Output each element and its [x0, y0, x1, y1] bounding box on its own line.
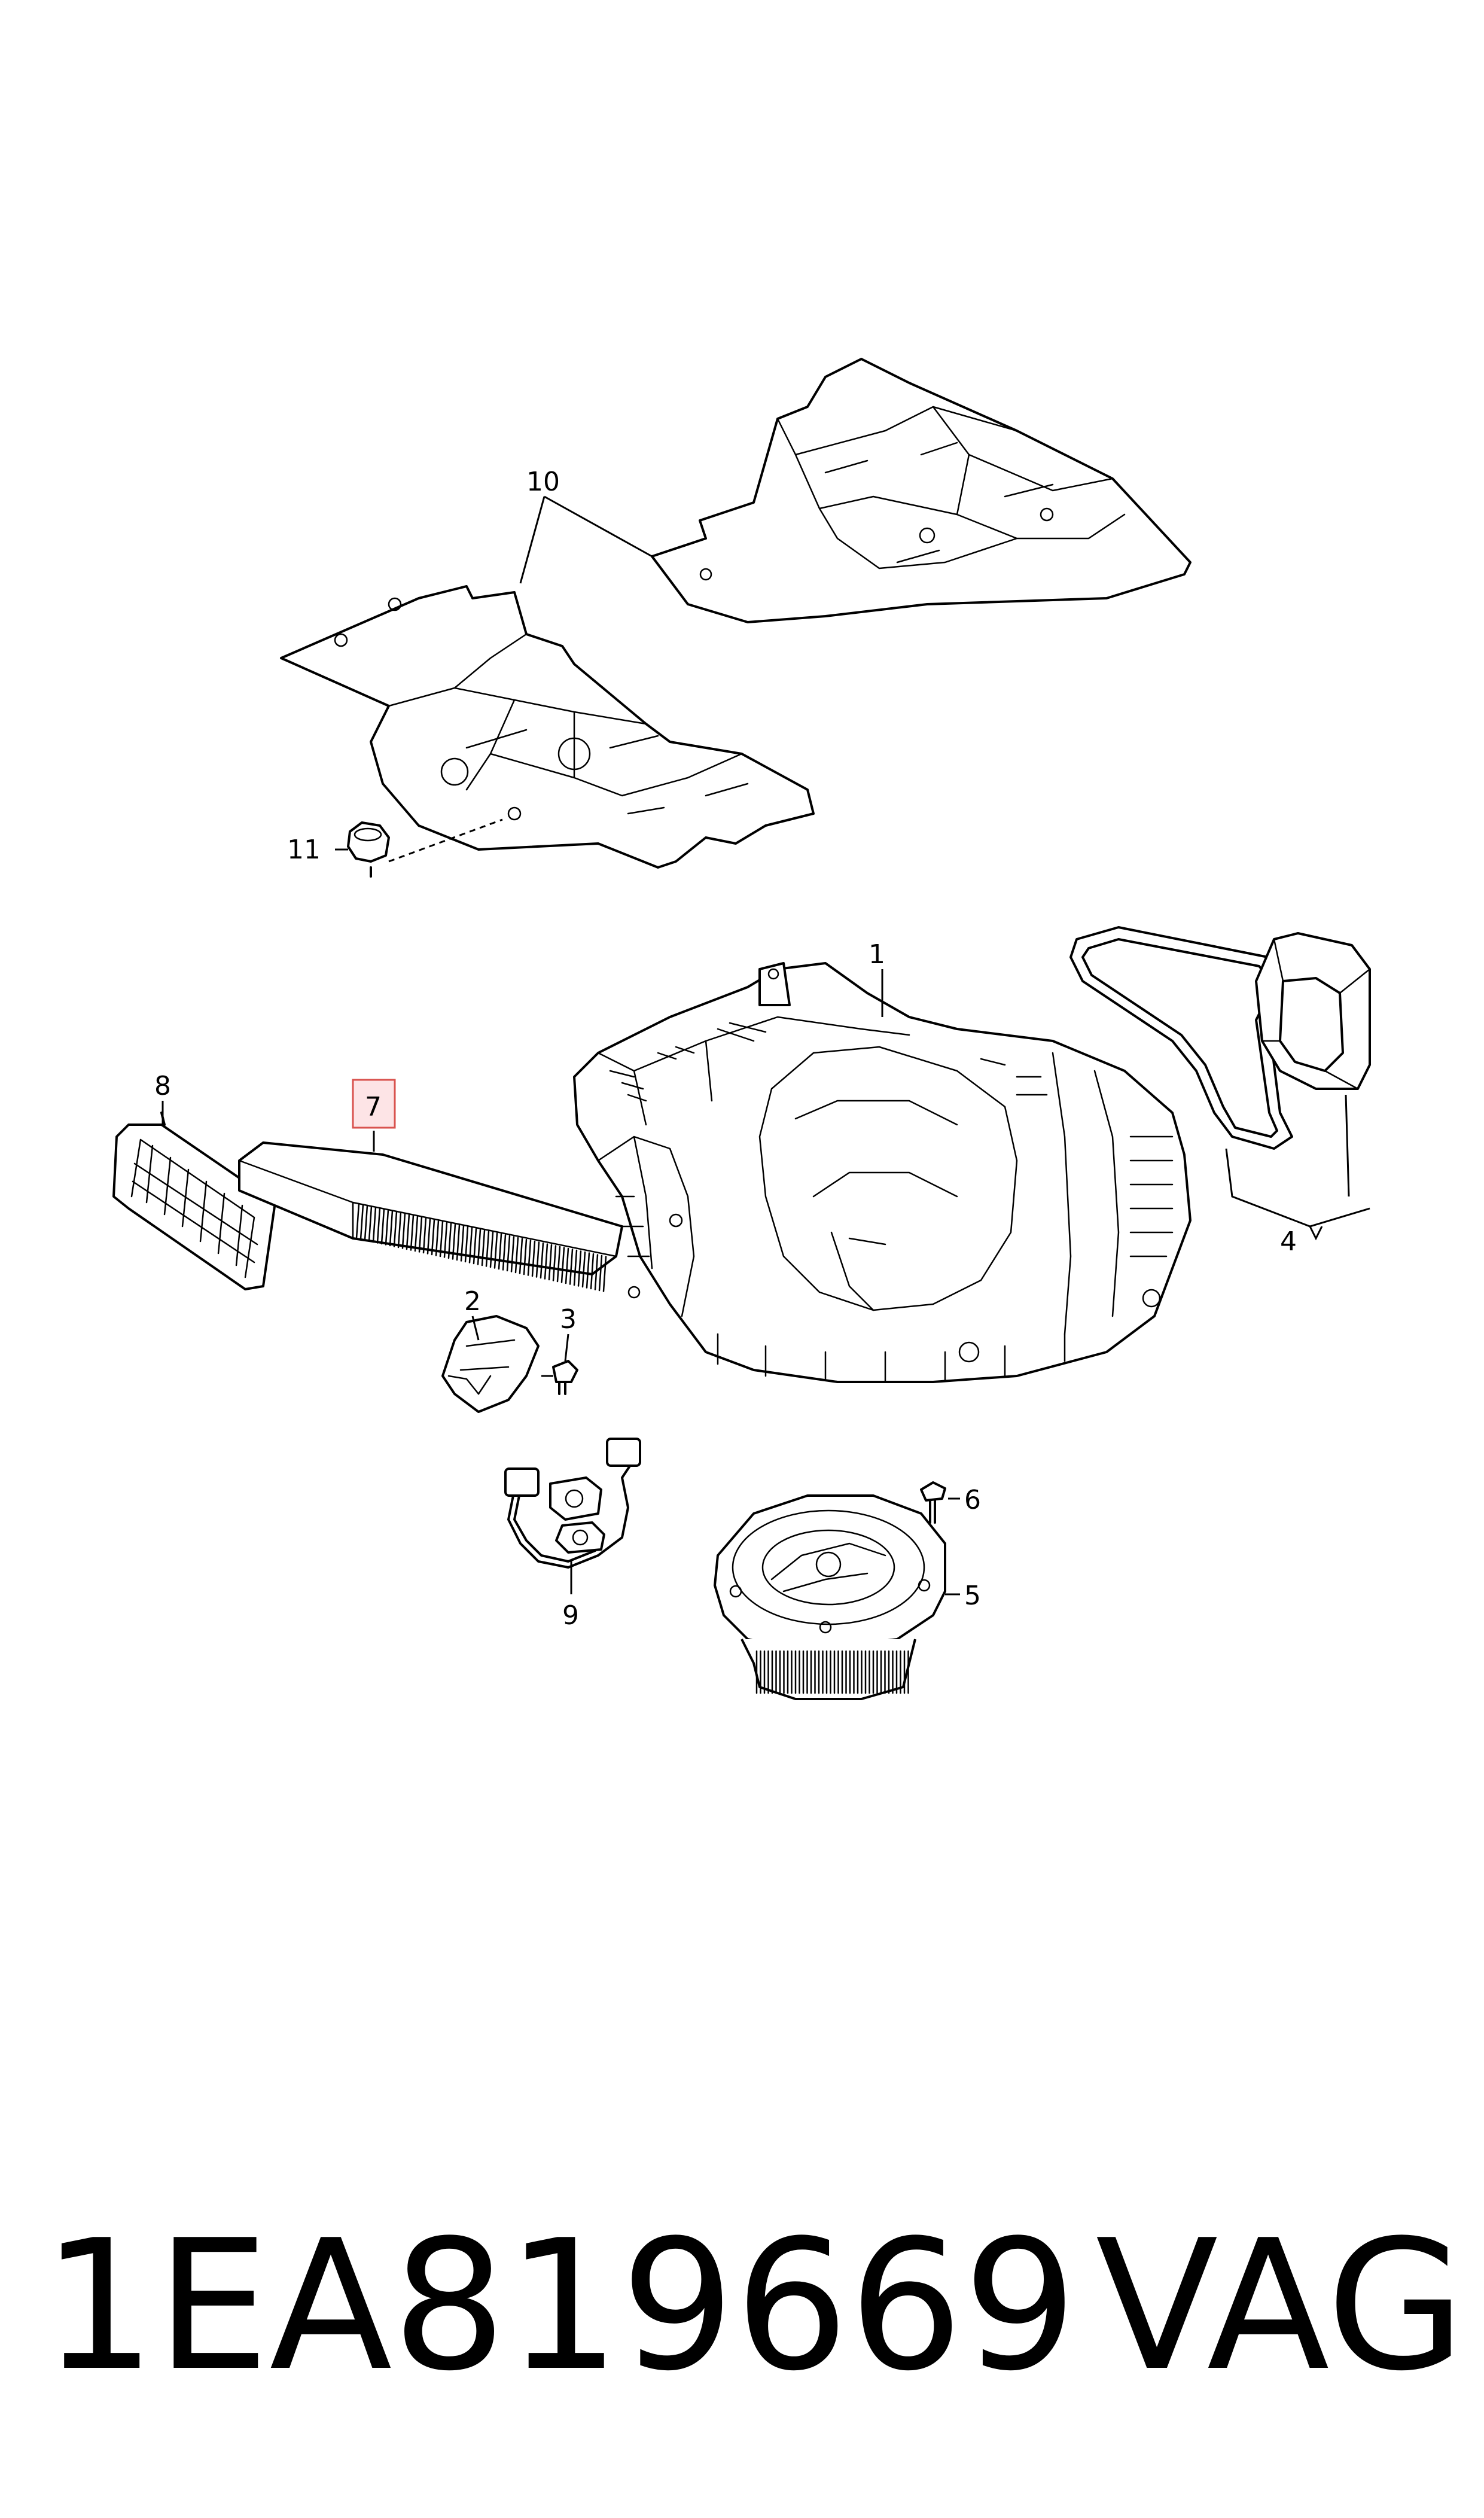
fan-blades	[755, 1650, 909, 1694]
part-10-cover-panels	[280, 358, 1192, 869]
part-number: 1EA819669	[42, 2202, 1077, 2410]
part-6-screw	[920, 1481, 946, 1524]
callout-11: 11	[287, 835, 321, 865]
callout-1: 1	[869, 939, 885, 970]
brand-name: VAG	[1095, 2202, 1465, 2410]
part-11-nut	[347, 821, 390, 878]
callout-5: 5	[964, 1581, 981, 1611]
callout-6: 6	[964, 1485, 981, 1515]
callout-3: 3	[560, 1304, 577, 1335]
footer-caption: 1EA819669 VAG	[42, 2208, 1465, 2405]
part-7-cabin-air-filter	[238, 1141, 623, 1292]
callout-9: 9	[562, 1600, 579, 1631]
callout-4: 4	[1280, 1226, 1297, 1257]
part-3-screw	[552, 1360, 578, 1395]
filter-pleats	[355, 1202, 607, 1292]
part-4-seals	[1069, 926, 1371, 1150]
callout-8: 8	[154, 1071, 171, 1101]
callout-2: 2	[464, 1286, 481, 1317]
callout-7-highlight	[352, 1079, 396, 1129]
callout-labels: 10 11 1 4 8 7 2 3 6 5 9	[154, 467, 1297, 1631]
part-2-bracket	[441, 1315, 540, 1413]
callout-10: 10	[526, 467, 560, 497]
part-8-filter-frame	[112, 1112, 276, 1290]
part-1-air-distribution-housing	[573, 962, 1192, 1383]
part-5-blower-motor	[714, 1494, 946, 1700]
callout-7: 7	[365, 1092, 382, 1122]
part-9-wiring-harness	[504, 1438, 641, 1569]
